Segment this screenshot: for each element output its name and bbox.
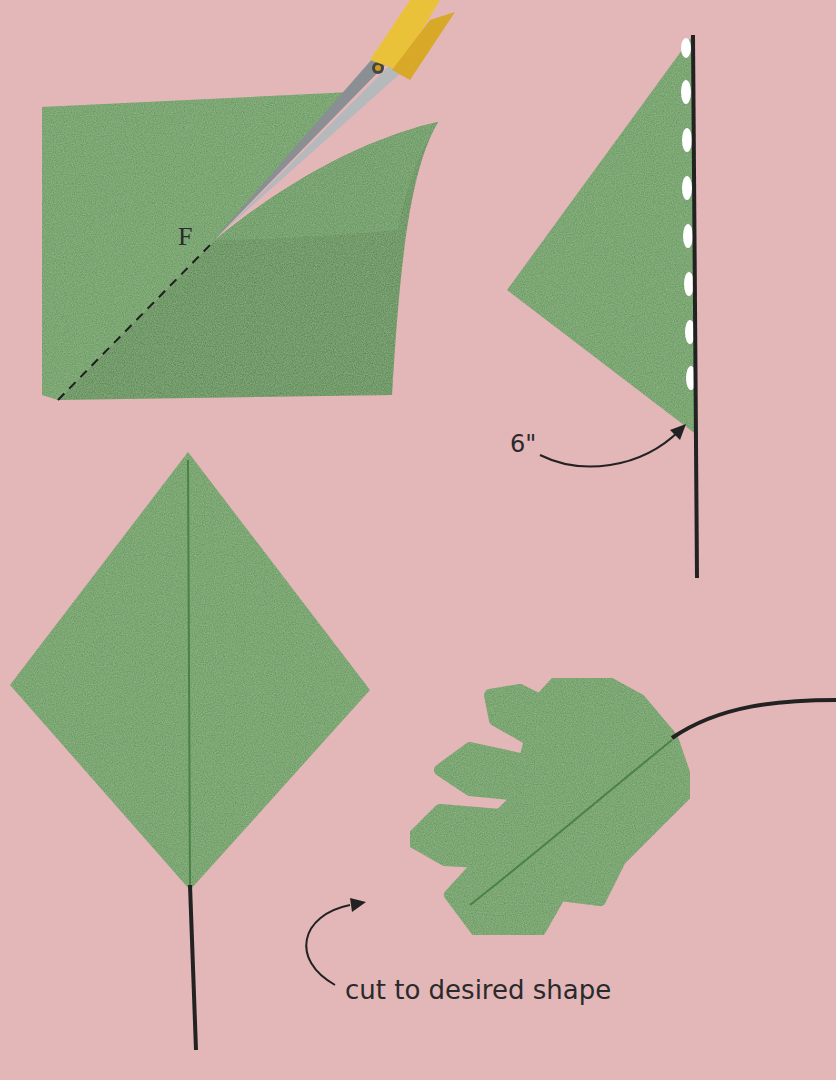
fold-marker: F <box>178 222 192 252</box>
dimension-label: 6" <box>510 430 536 458</box>
leader-arrow <box>306 905 350 985</box>
arrow-head <box>670 424 686 440</box>
cut-guide-line <box>58 243 212 400</box>
leaf-vein <box>470 740 672 905</box>
oak-leaf <box>410 678 690 935</box>
square-paper <box>42 92 438 400</box>
wire-stem <box>693 35 697 578</box>
diamond-leaf <box>10 452 370 890</box>
instruction-note: cut to desired shape <box>345 975 611 1005</box>
wire-stem <box>672 700 836 738</box>
folded-paper <box>507 35 697 435</box>
leader-arrow <box>540 430 680 466</box>
leaf-vein <box>188 460 190 885</box>
arrow-head <box>350 898 366 912</box>
scissors <box>212 0 455 242</box>
wire-stem <box>190 885 196 1050</box>
